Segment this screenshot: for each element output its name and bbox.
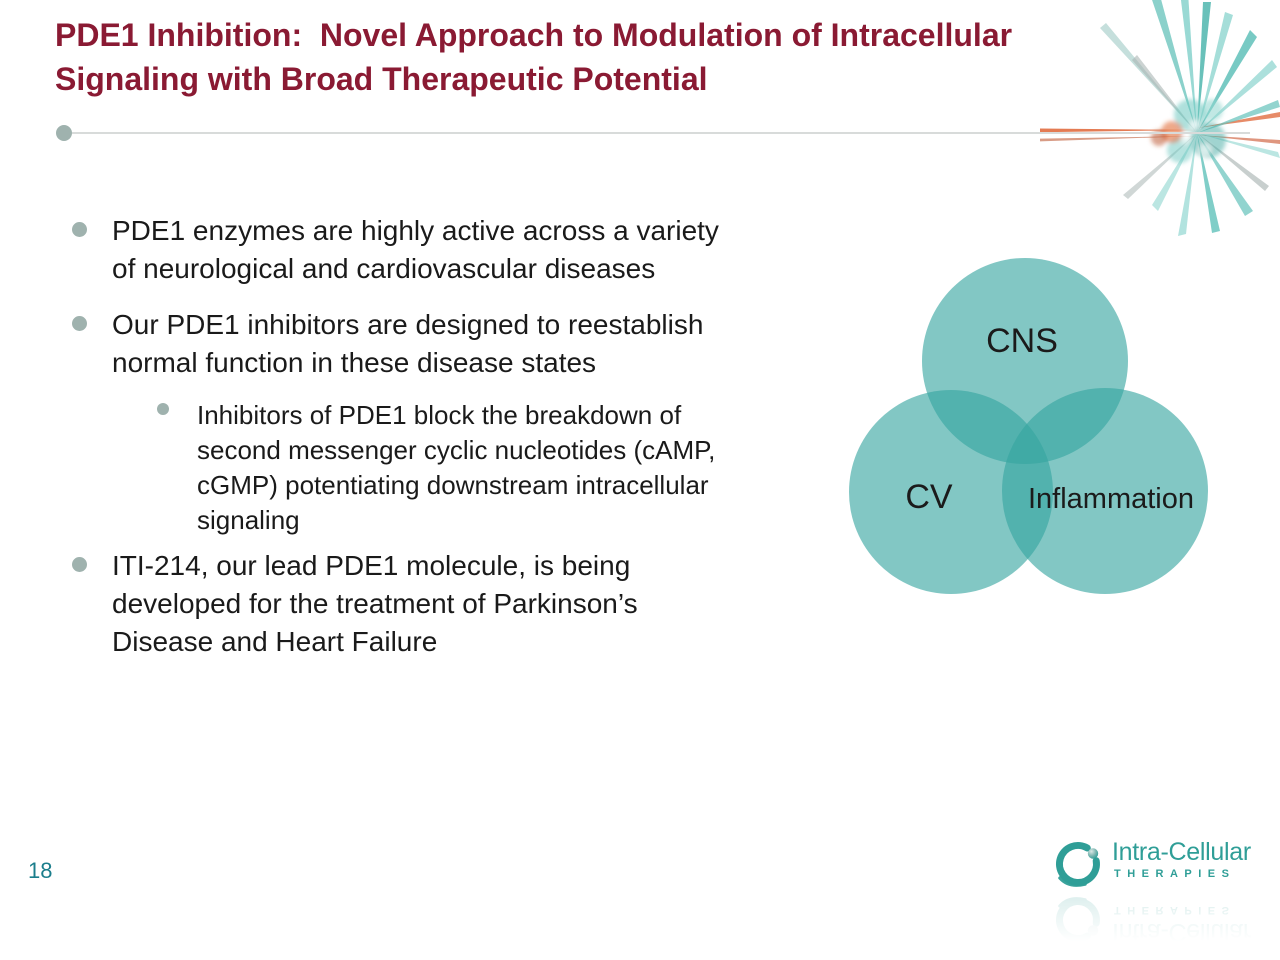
logo-name-text: Intra-Cellular — [1112, 838, 1251, 866]
bullet-item-iti-214: ITI-214, our lead PDE1 molecule, is bein… — [112, 550, 638, 657]
bullet-icon — [72, 316, 87, 331]
intra-cellular-logo: Intra-Cellular THERAPIES — [1052, 838, 1262, 892]
logo-mark-reflection-icon — [1055, 897, 1100, 942]
venn-circle-cv — [849, 390, 1053, 594]
venn-label-cns: CNS — [986, 322, 1058, 360]
divider-dot-icon — [56, 125, 72, 141]
logo-mark-icon — [1055, 842, 1100, 887]
slide-title: PDE1 Inhibition: Novel Approach to Modul… — [55, 17, 1013, 97]
bullet-item-pde1-enzymes: PDE1 enzymes are highly active across a … — [112, 215, 719, 284]
logo-name-reflection: Intra-Cellular — [1112, 918, 1251, 946]
sub-bullet-icon — [157, 403, 169, 415]
bullet-item-pde1-inhibitors: Our PDE1 inhibitors are designed to rees… — [112, 309, 704, 378]
logo-subtext-reflection: THERAPIES — [1114, 904, 1236, 916]
sub-bullet-item-inhibitors-block: Inhibitors of PDE1 block the breakdown o… — [197, 400, 716, 535]
logo-reflection: Intra-Cellular THERAPIES — [1052, 892, 1262, 946]
title-divider-line — [72, 132, 1250, 134]
venn-circle-inflammation — [1002, 388, 1208, 594]
venn-diagram: CNS CV Inflammation — [849, 258, 1208, 594]
page-number: 18 — [28, 858, 53, 883]
reflection-fade-overlay — [1040, 890, 1280, 950]
venn-label-cv: CV — [905, 478, 953, 516]
venn-label-inflammation: Inflammation — [1028, 483, 1194, 515]
logo-subtext: THERAPIES — [1114, 868, 1236, 880]
bullet-icon — [72, 557, 87, 572]
neuron-fractal-image — [1040, 0, 1280, 236]
bullet-icon — [72, 222, 87, 237]
